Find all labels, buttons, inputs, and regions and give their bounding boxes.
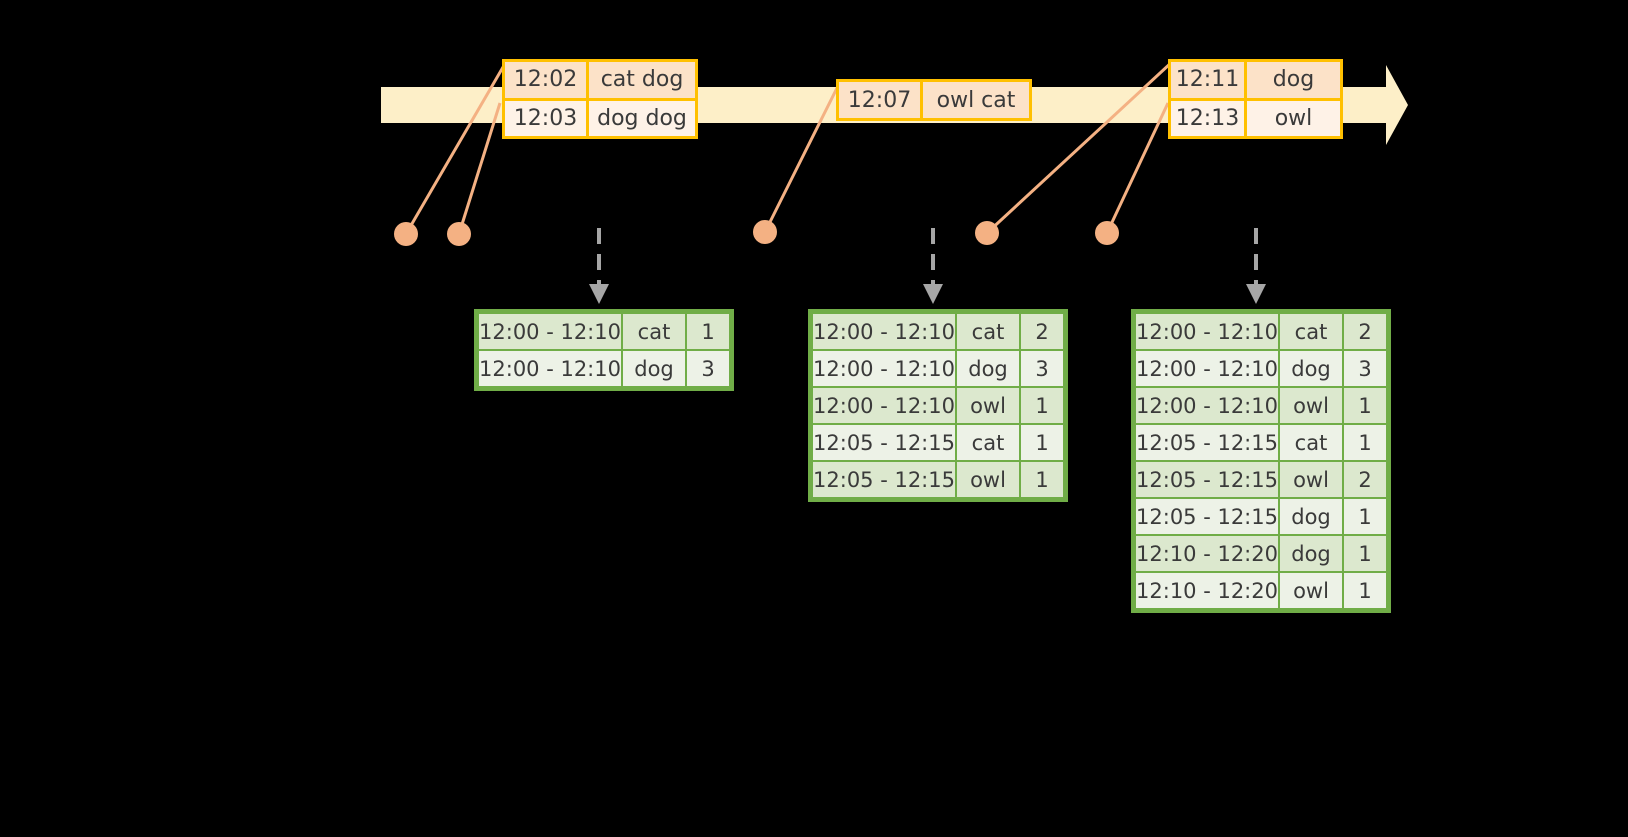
cell-count: 2 bbox=[1344, 462, 1386, 497]
cell-key: dog bbox=[957, 351, 1019, 386]
event-row: 12:11 dog bbox=[1171, 62, 1340, 98]
cell-key: owl bbox=[957, 388, 1019, 423]
dashed-arrow-2-icon bbox=[923, 228, 943, 304]
cell-count: 3 bbox=[1344, 351, 1386, 386]
cell-window: 12:00 - 12:10 bbox=[479, 314, 621, 349]
event-value: cat dog bbox=[600, 67, 684, 93]
cell-key: owl bbox=[1280, 462, 1342, 497]
connector-dot-4[interactable] bbox=[975, 221, 999, 245]
cell-key: cat bbox=[957, 314, 1019, 349]
cell-count: 1 bbox=[1344, 536, 1386, 571]
cell-count: 1 bbox=[1021, 462, 1063, 497]
event-time: 12:11 bbox=[1171, 62, 1247, 98]
event-value: owl cat bbox=[936, 87, 1016, 113]
cell-window: 12:05 - 12:15 bbox=[1136, 462, 1278, 497]
cell-window: 12:00 - 12:10 bbox=[813, 351, 955, 386]
cell-count: 1 bbox=[1344, 499, 1386, 534]
event-time: 12:02 bbox=[505, 62, 589, 98]
event-row: 12:13 owl bbox=[1171, 97, 1340, 136]
event-group-2[interactable]: 12:07 owl cat bbox=[836, 79, 1032, 121]
cell-count: 1 bbox=[1021, 388, 1063, 423]
connector-dot-2[interactable] bbox=[447, 222, 471, 246]
event-row: 12:07 owl cat bbox=[839, 82, 1029, 118]
cell-key: owl bbox=[1280, 388, 1342, 423]
dashed-arrow-1-icon bbox=[589, 228, 609, 304]
cell-window: 12:05 - 12:15 bbox=[813, 425, 955, 460]
cell-window: 12:05 - 12:15 bbox=[1136, 499, 1278, 534]
event-value: dog bbox=[1272, 67, 1315, 93]
connector-dot-1[interactable] bbox=[394, 222, 418, 246]
timeline-arrow-head bbox=[1362, 65, 1408, 145]
cell-window: 12:00 - 12:10 bbox=[813, 314, 955, 349]
cell-count: 2 bbox=[1021, 314, 1063, 349]
cell-key: cat bbox=[623, 314, 685, 349]
cell-key: cat bbox=[1280, 425, 1342, 460]
cell-count: 1 bbox=[687, 314, 729, 349]
event-row: 12:03 dog dog bbox=[505, 97, 695, 136]
event-row: 12:02 cat dog bbox=[505, 62, 695, 98]
event-value: dog dog bbox=[597, 105, 687, 131]
cell-count: 1 bbox=[1344, 388, 1386, 423]
cell-key: owl bbox=[1280, 573, 1342, 608]
cell-window: 12:05 - 12:15 bbox=[813, 462, 955, 497]
connector-dot-5[interactable] bbox=[1095, 221, 1119, 245]
cell-window: 12:10 - 12:20 bbox=[1136, 536, 1278, 571]
cell-count: 1 bbox=[1344, 425, 1386, 460]
cell-count: 1 bbox=[1344, 573, 1386, 608]
cell-key: dog bbox=[623, 351, 685, 386]
cell-count: 3 bbox=[1021, 351, 1063, 386]
cell-key: owl bbox=[957, 462, 1019, 497]
cell-key: cat bbox=[1280, 314, 1342, 349]
event-time: 12:07 bbox=[839, 82, 923, 118]
cell-key: dog bbox=[1280, 536, 1342, 571]
event-group-3[interactable]: 12:11 dog 12:13 owl bbox=[1168, 59, 1343, 139]
cell-count: 1 bbox=[1021, 425, 1063, 460]
cell-window: 12:00 - 12:10 bbox=[1136, 388, 1278, 423]
cell-count: 3 bbox=[687, 351, 729, 386]
cell-window: 12:10 - 12:20 bbox=[1136, 573, 1278, 608]
cell-window: 12:00 - 12:10 bbox=[1136, 351, 1278, 386]
cell-window: 12:00 - 12:10 bbox=[479, 351, 621, 386]
cell-count: 2 bbox=[1344, 314, 1386, 349]
connector-dot-3[interactable] bbox=[753, 220, 777, 244]
dashed-arrow-3-icon bbox=[1246, 228, 1266, 304]
cell-window: 12:05 - 12:15 bbox=[1136, 425, 1278, 460]
cell-window: 12:00 - 12:10 bbox=[813, 388, 955, 423]
cell-key: dog bbox=[1280, 499, 1342, 534]
cell-window: 12:00 - 12:10 bbox=[1136, 314, 1278, 349]
event-group-1[interactable]: 12:02 cat dog 12:03 dog dog bbox=[502, 59, 698, 139]
event-time: 12:13 bbox=[1171, 100, 1247, 136]
event-value: owl bbox=[1274, 105, 1313, 131]
event-time: 12:03 bbox=[505, 100, 589, 136]
cell-key: cat bbox=[957, 425, 1019, 460]
cell-key: dog bbox=[1280, 351, 1342, 386]
